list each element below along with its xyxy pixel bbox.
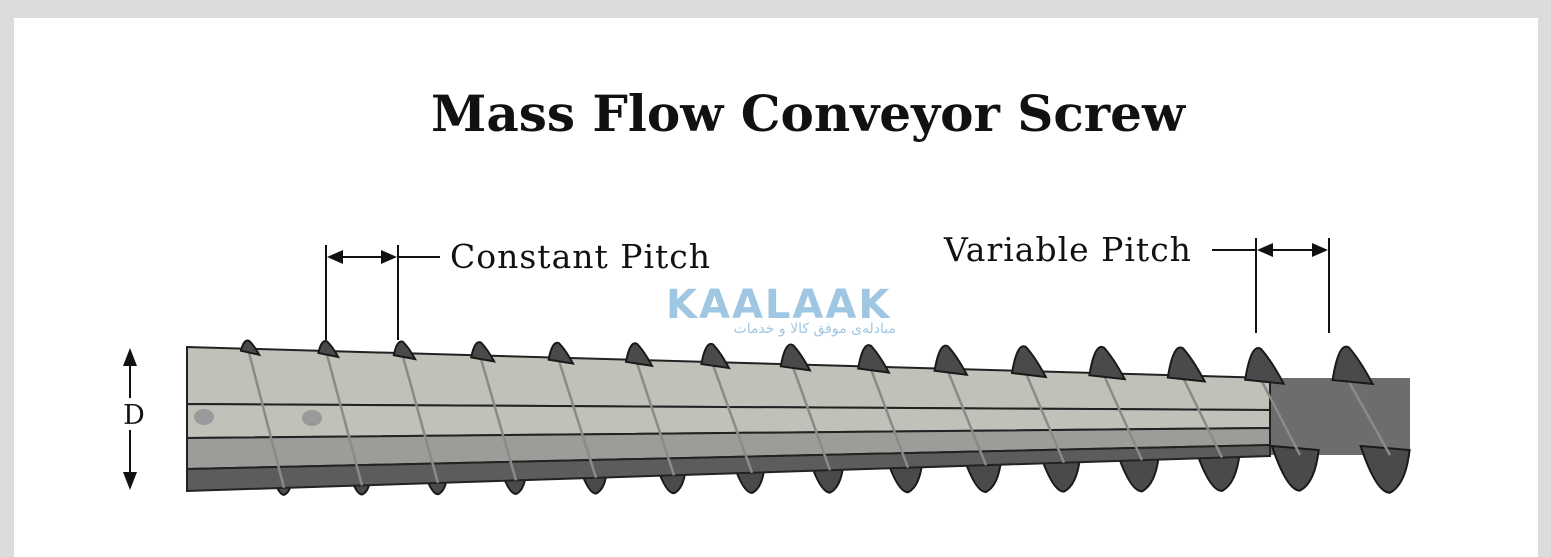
flight-top-blade bbox=[1010, 345, 1048, 379]
flights-upper bbox=[239, 339, 1375, 386]
helix-lines bbox=[246, 348, 1392, 489]
helix-line bbox=[478, 355, 518, 481]
constant-pitch-label: Constant Pitch bbox=[450, 237, 711, 276]
helix-line bbox=[556, 357, 598, 479]
flight-top-blade bbox=[1166, 346, 1207, 383]
helix-line bbox=[1346, 379, 1392, 456]
diameter-dimension bbox=[123, 348, 137, 490]
svg-text:مبادله‌ی موفق کالا و خدمات: مبادله‌ی موفق کالا و خدمات bbox=[734, 321, 896, 337]
helix-line bbox=[1180, 374, 1224, 459]
bolt-hole bbox=[194, 409, 214, 425]
flight-top-blade bbox=[392, 340, 418, 361]
helix-line bbox=[324, 350, 364, 486]
diameter-label: D bbox=[123, 400, 145, 431]
variable-pitch-dimension bbox=[1212, 238, 1330, 333]
helix-line bbox=[634, 359, 676, 476]
variable-pitch-label: Variable Pitch bbox=[943, 230, 1192, 269]
flight-top-blade bbox=[317, 340, 341, 359]
flight-bottom-blade bbox=[1270, 444, 1320, 492]
watermark-logo: KAALAAK مبادله‌ی موفق کالا و خدمات bbox=[666, 282, 896, 337]
helix-line bbox=[710, 361, 754, 474]
flight-top-blade bbox=[700, 342, 731, 370]
flight-top-blade bbox=[470, 341, 496, 363]
helix-line bbox=[945, 368, 988, 466]
helix-line bbox=[1023, 370, 1066, 464]
diagram-title: Mass Flow Conveyor Screw bbox=[431, 84, 1187, 143]
flight-top-blade bbox=[1088, 345, 1127, 381]
helix-line bbox=[246, 348, 286, 489]
constant-pitch-dimension bbox=[325, 245, 440, 340]
flight-top-blade bbox=[547, 341, 575, 365]
flight-top-blade bbox=[933, 344, 969, 376]
flight-bottom-blade bbox=[1359, 444, 1411, 494]
bolt-hole bbox=[302, 410, 322, 426]
flight-bottom-blade bbox=[1193, 447, 1241, 492]
flight-top-blade bbox=[857, 344, 891, 374]
flight-top-blade bbox=[1244, 347, 1286, 385]
flight-top-blade bbox=[779, 343, 812, 372]
helix-line bbox=[868, 366, 910, 469]
svg-text:KAALAAK: KAALAAK bbox=[666, 282, 891, 328]
helix-line bbox=[400, 352, 440, 484]
tube-band-bottom bbox=[186, 443, 1271, 493]
helix-line bbox=[1258, 377, 1302, 456]
flight-top-blade bbox=[624, 342, 654, 368]
flight-top-blade bbox=[1331, 345, 1375, 386]
helix-line bbox=[1101, 372, 1144, 461]
helix-line bbox=[790, 363, 832, 471]
core-shaft bbox=[1262, 378, 1410, 455]
flight-top-blade bbox=[239, 339, 262, 357]
